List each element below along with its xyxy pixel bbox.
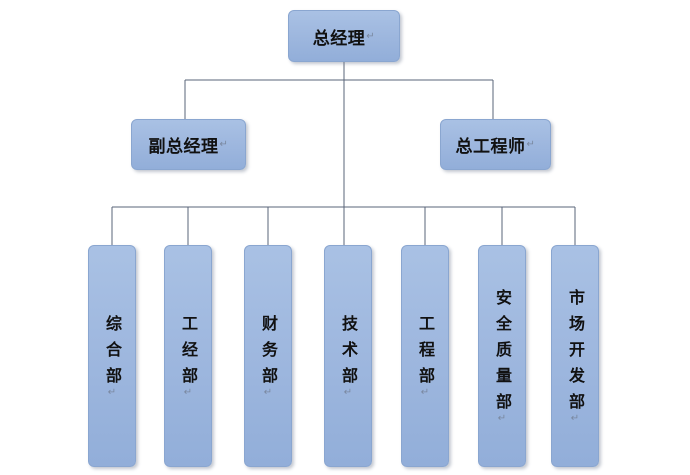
- paragraph-mark-icon: ↵: [366, 30, 376, 42]
- node-label: 工经部: [179, 314, 198, 393]
- node-label: 总经理: [312, 28, 366, 49]
- node-deputy-general-manager: 副总经理↵: [131, 119, 246, 170]
- paragraph-mark-icon: ↵: [419, 386, 431, 398]
- node-dept-engineering-economics: 工经部↵: [164, 245, 212, 467]
- paragraph-mark-icon: ↵: [182, 386, 194, 398]
- node-dept-technology: 技术部↵: [324, 245, 372, 467]
- node-dept-general-affairs: 综合部↵: [88, 245, 136, 467]
- node-label: 副总经理: [148, 137, 219, 157]
- node-label: 工程部: [416, 314, 435, 393]
- node-dept-engineering: 工程部↵: [401, 245, 449, 467]
- node-label: 市场开发部: [566, 288, 585, 419]
- node-dept-safety-quality: 安全质量部↵: [478, 245, 526, 467]
- paragraph-mark-icon: ↵: [262, 386, 274, 398]
- node-label: 技术部: [339, 314, 358, 393]
- node-label: 安全质量部: [493, 288, 512, 419]
- paragraph-mark-icon: ↵: [526, 139, 536, 150]
- paragraph-mark-icon: ↵: [342, 386, 354, 398]
- node-dept-market-development: 市场开发部↵: [551, 245, 599, 467]
- node-general-manager: 总经理↵: [288, 10, 400, 62]
- node-dept-finance: 财务部↵: [244, 245, 292, 467]
- paragraph-mark-icon: ↵: [219, 139, 229, 150]
- paragraph-mark-icon: ↵: [569, 412, 581, 424]
- paragraph-mark-icon: ↵: [496, 412, 508, 424]
- node-label: 综合部: [103, 314, 122, 393]
- node-label: 财务部: [259, 314, 278, 393]
- paragraph-mark-icon: ↵: [106, 386, 118, 398]
- node-chief-engineer: 总工程师↵: [440, 119, 551, 170]
- node-label: 总工程师: [455, 137, 526, 157]
